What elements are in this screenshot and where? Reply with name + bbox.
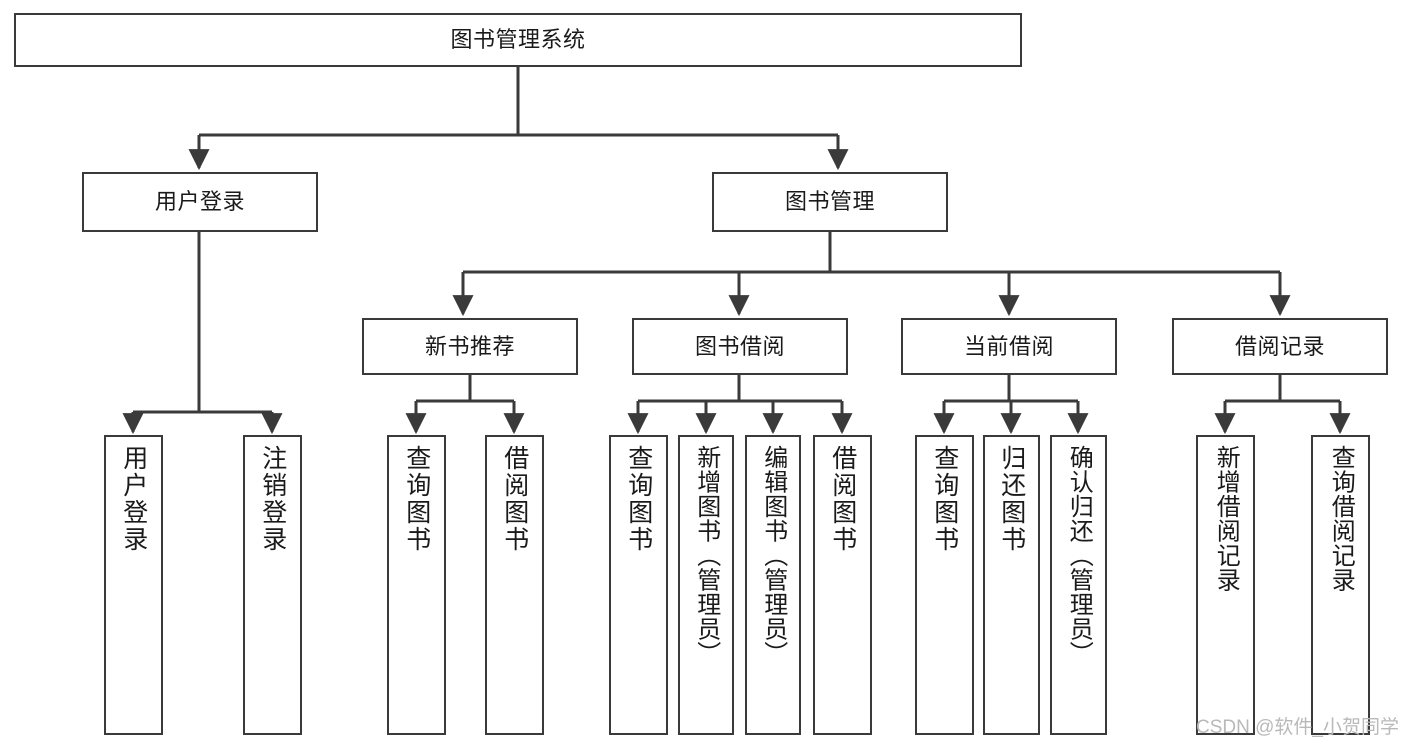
node-leaf-query-book-1-label: 查询图书	[402, 445, 431, 553]
node-root-label: 图书管理系统	[450, 27, 586, 53]
node-user-login[interactable]: 用户登录	[82, 172, 318, 232]
node-leaf-return-book-label: 归还图书	[997, 445, 1026, 553]
node-book-manage[interactable]: 图书管理	[712, 172, 948, 232]
node-leaf-add-book[interactable]: 新增图书（管理员）	[678, 435, 734, 735]
node-root[interactable]: 图书管理系统	[14, 13, 1022, 67]
node-leaf-borrow-book-2-label: 借阅图书	[828, 445, 857, 553]
node-leaf-confirm-return[interactable]: 确认归还（管理员）	[1050, 435, 1107, 735]
node-leaf-edit-book-label: 编辑图书（管理员）	[759, 445, 787, 666]
node-leaf-borrow-book-1[interactable]: 借阅图书	[485, 435, 544, 735]
node-new-book-rec-label: 新书推荐	[424, 333, 515, 359]
node-leaf-user-login[interactable]: 用户登录	[104, 435, 163, 735]
node-leaf-logout-login[interactable]: 注销登录	[243, 435, 302, 735]
csdn-watermark: CSDN @软件_小贺同学	[1196, 717, 1399, 738]
node-leaf-borrow-book-2[interactable]: 借阅图书	[813, 435, 872, 735]
node-book-borrow[interactable]: 图书借阅	[632, 318, 848, 375]
node-leaf-confirm-return-label: 确认归还（管理员）	[1065, 445, 1093, 666]
node-current-borrow-label: 当前借阅	[963, 333, 1054, 359]
node-user-login-label: 用户登录	[154, 189, 245, 215]
node-leaf-return-book[interactable]: 归还图书	[983, 435, 1040, 735]
node-leaf-query-book-1[interactable]: 查询图书	[387, 435, 446, 735]
node-leaf-borrow-book-1-label: 借阅图书	[500, 445, 529, 553]
node-leaf-query-record[interactable]: 查询借阅记录	[1311, 435, 1370, 735]
node-leaf-add-book-label: 新增图书（管理员）	[692, 445, 720, 666]
node-borrow-record[interactable]: 借阅记录	[1172, 318, 1388, 375]
node-leaf-query-book-3-label: 查询图书	[930, 445, 959, 553]
node-leaf-user-login-label: 用户登录	[119, 445, 148, 553]
node-new-book-rec[interactable]: 新书推荐	[362, 318, 578, 375]
node-leaf-query-book-2-label: 查询图书	[624, 445, 653, 553]
node-current-borrow[interactable]: 当前借阅	[901, 318, 1117, 375]
node-leaf-add-record[interactable]: 新增借阅记录	[1196, 435, 1255, 735]
node-book-borrow-label: 图书借阅	[694, 333, 785, 359]
node-borrow-record-label: 借阅记录	[1234, 333, 1325, 359]
node-leaf-query-record-label: 查询借阅记录	[1327, 445, 1355, 592]
node-leaf-add-record-label: 新增借阅记录	[1212, 445, 1240, 592]
node-leaf-logout-login-label: 注销登录	[258, 445, 287, 553]
node-book-manage-label: 图书管理	[784, 189, 875, 215]
node-leaf-query-book-2[interactable]: 查询图书	[609, 435, 668, 735]
node-leaf-query-book-3[interactable]: 查询图书	[915, 435, 974, 735]
node-leaf-edit-book[interactable]: 编辑图书（管理员）	[745, 435, 801, 735]
